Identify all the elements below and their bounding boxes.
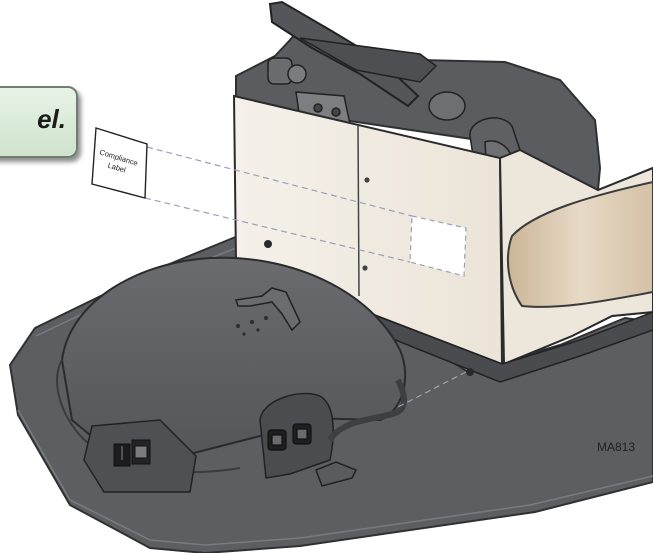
port-connectors [267,423,312,451]
dome-vents [236,316,268,336]
callout-text: el. [37,104,66,134]
lid-arm [299,37,438,83]
power-switch [113,439,151,467]
cable-clip [315,461,358,487]
label-location [409,215,467,277]
door-seam [357,125,360,297]
foot-left [264,240,272,248]
leader-lines [144,146,467,409]
cable-loop [327,378,407,442]
compliance-label-card: Compliance Label [91,127,148,199]
foot-right [466,368,474,376]
door-screw-top [364,177,370,183]
dome-bracket [235,287,301,332]
figure-id: MA813 [597,440,636,454]
callout-box: el. [0,86,78,158]
side-window [506,180,653,308]
door-screw-bottom [362,265,368,271]
